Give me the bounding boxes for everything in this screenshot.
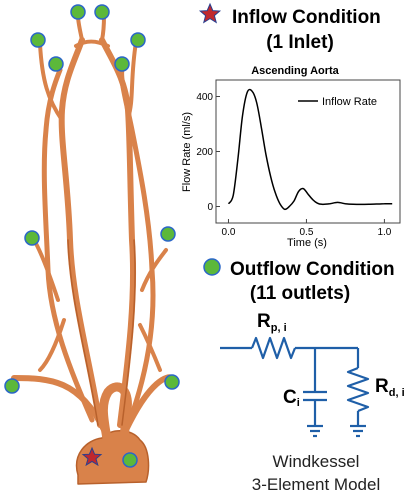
y-tick-label: 200 — [196, 147, 213, 158]
outlet-marker — [48, 56, 64, 72]
left-upper-branch — [38, 42, 64, 122]
outlet-marker — [130, 32, 146, 48]
crown-connect — [74, 39, 110, 48]
y-tick-label: 0 — [207, 202, 213, 213]
outlet-marker — [70, 4, 86, 20]
outlet-marker — [114, 56, 130, 72]
x-tick-label: 0.5 — [299, 227, 313, 238]
inflow-chart: Ascending Aorta Flow Rate (ml/s) Time (s… — [181, 65, 401, 249]
outlet-marker — [160, 226, 176, 242]
chart-xlabel: Time (s) — [287, 237, 327, 249]
inflow-star-icon — [198, 2, 222, 24]
legend-label: Inflow Rate — [322, 96, 377, 108]
right-vertebral — [119, 65, 156, 423]
rp-resistor — [250, 336, 297, 360]
model-caption-line2: 3-Element Model — [252, 475, 381, 494]
left-lower-branch — [38, 318, 66, 372]
x-tick-label: 1.0 — [377, 227, 391, 238]
outlet-marker — [4, 378, 20, 394]
left-vertebral — [41, 67, 95, 423]
c-label: Ci — [283, 387, 300, 409]
outlet-marker — [122, 452, 138, 468]
outlet-markers — [4, 4, 180, 468]
right-lower-branch — [138, 323, 162, 372]
outlet-marker — [24, 230, 40, 246]
vessel-shading — [67, 239, 99, 426]
model-caption-line1: Windkessel — [273, 452, 360, 471]
rd-label: Rd, i — [375, 376, 405, 399]
left-carotid — [58, 37, 103, 428]
outflow-title: Outflow Condition — [230, 259, 395, 280]
windkessel-circuit — [220, 336, 370, 438]
arterial-tree-illustration — [11, 14, 175, 485]
vessel-shading-2 — [121, 239, 136, 426]
chart-title: Ascending Aorta — [251, 65, 339, 77]
right-upper-branch — [126, 40, 138, 120]
x-tick-label: 0.0 — [222, 227, 236, 238]
rp-label: Rp, i — [257, 311, 287, 334]
outflow-subtitle: (11 outlets) — [250, 283, 350, 304]
rd-resistor — [346, 366, 370, 413]
outlet-marker — [94, 4, 110, 20]
y-tick-label: 400 — [196, 92, 213, 103]
chart-ylabel: Flow Rate (ml/s) — [181, 112, 193, 192]
outlet-marker — [30, 32, 46, 48]
outflow-dot-icon — [203, 258, 221, 276]
inflow-subtitle: (1 Inlet) — [266, 32, 334, 53]
inlet-star-marker — [81, 446, 103, 467]
inflow-title: Inflow Condition — [232, 7, 381, 28]
outlet-marker — [164, 374, 180, 390]
right-mid-branch — [140, 248, 168, 292]
inflow-rate-line — [227, 88, 393, 211]
aortic-arch — [98, 382, 132, 450]
